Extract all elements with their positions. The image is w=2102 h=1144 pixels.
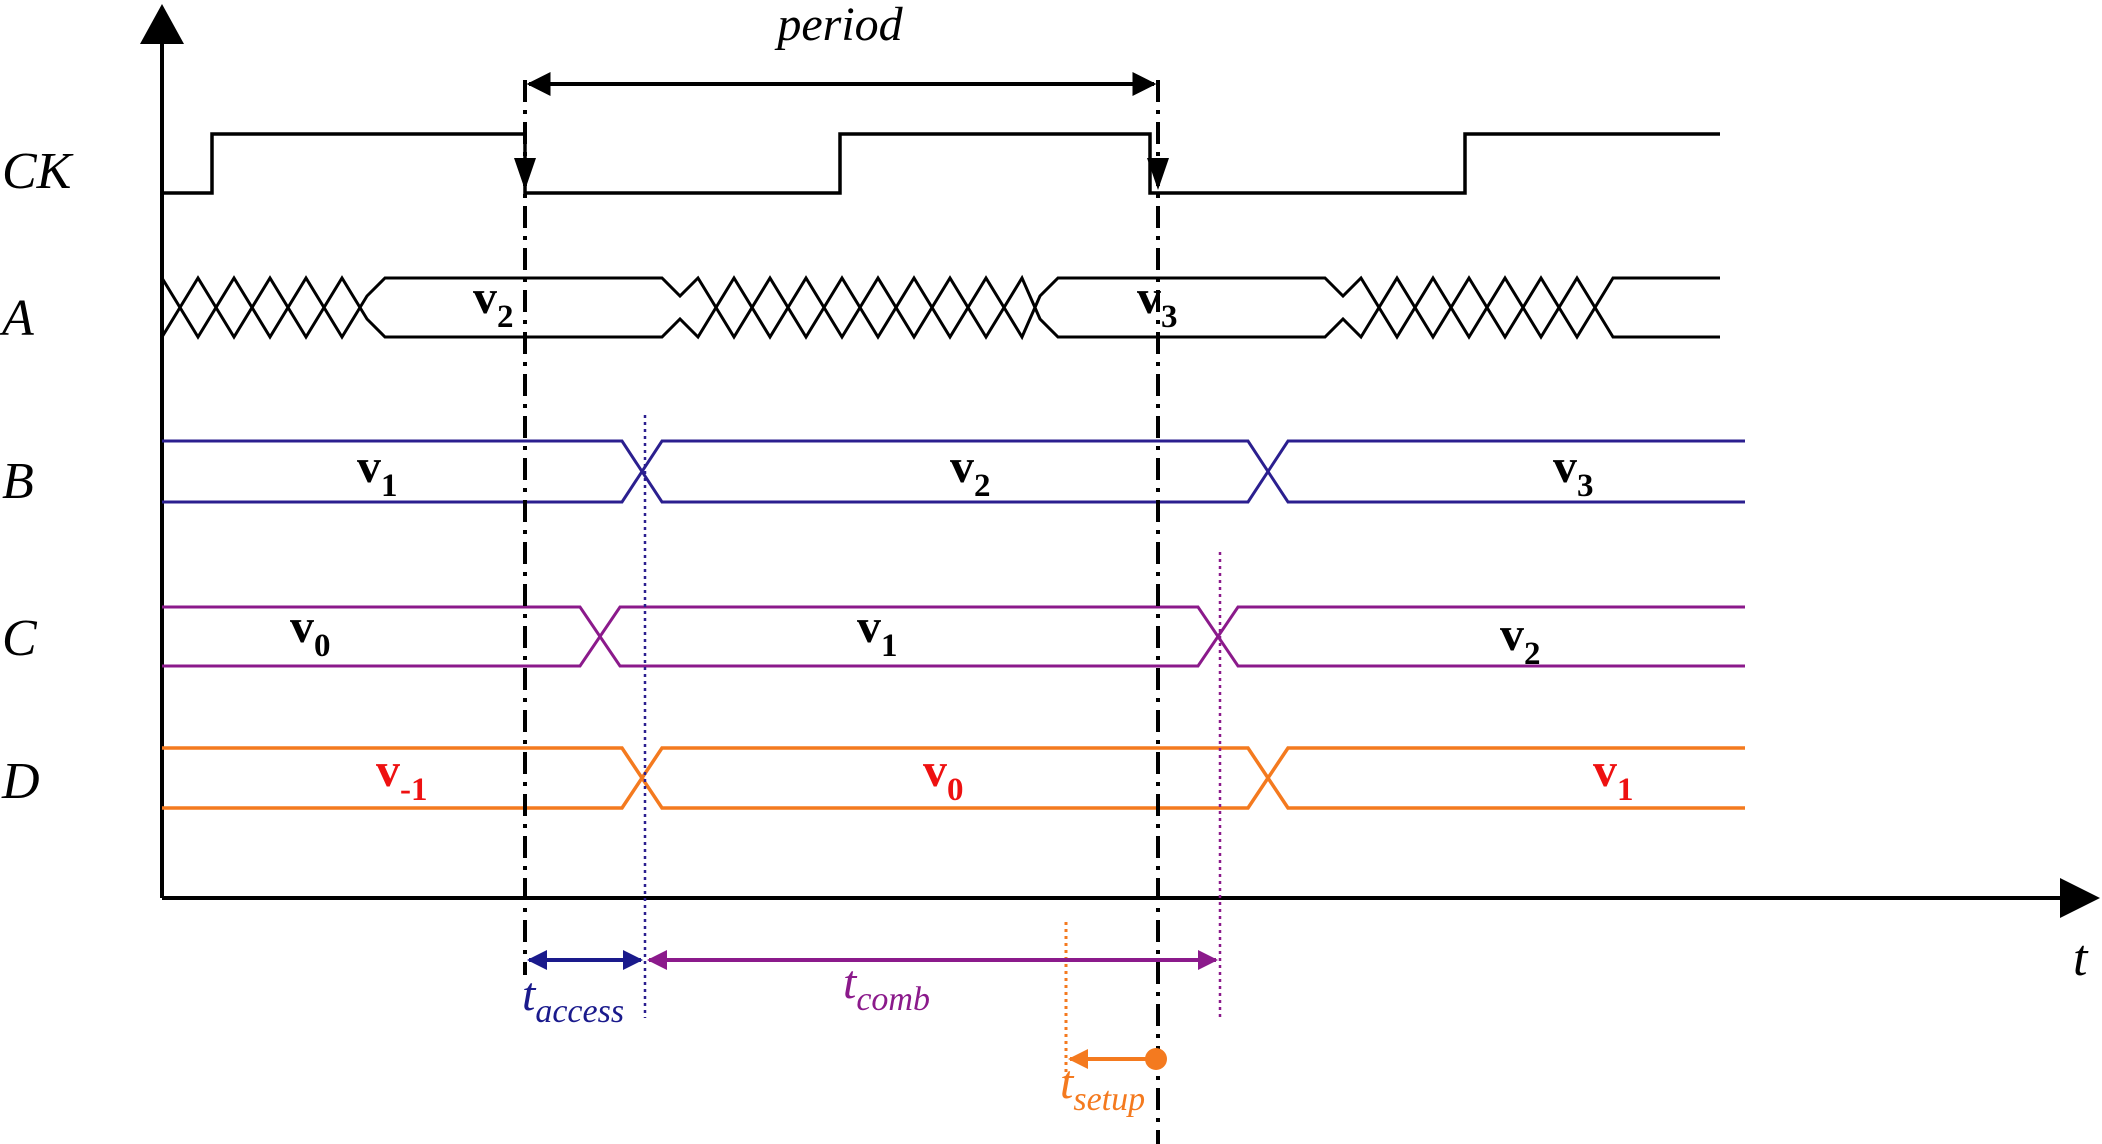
d-value-v1: v1 (1593, 744, 1634, 808)
signal-label-a: A (0, 290, 34, 347)
c-value-v0: v0 (290, 600, 331, 664)
signal-label-ck: CK (2, 143, 74, 200)
c-value-v2: v2 (1500, 608, 1541, 672)
signal-labels: CK A B C D (0, 143, 74, 810)
signal-label-c: C (2, 610, 38, 667)
value-labels: v2 v3 v1 v2 v3 v0 v1 v2 v-1 v0 v1 (290, 271, 1634, 808)
t-comb-label: tcomb (843, 956, 930, 1018)
axes (140, 4, 2100, 918)
t-access-label: taccess (522, 968, 624, 1030)
b-value-v3: v3 (1553, 440, 1594, 504)
t-setup-label: tsetup (1060, 1056, 1145, 1118)
a-value-v2: v2 (473, 271, 514, 335)
a-value-v3: v3 (1137, 271, 1178, 335)
t-setup-dot (1145, 1048, 1167, 1070)
clock-edge-arrow-1 (514, 158, 536, 190)
c-value-v1: v1 (857, 600, 898, 664)
a-waveform (160, 274, 1720, 341)
b-waveform (162, 439, 1745, 504)
y-axis-arrowhead (140, 4, 184, 44)
x-axis-arrowhead (2060, 878, 2100, 918)
d-waveform (162, 746, 1745, 810)
time-axis-label: t (2073, 930, 2089, 987)
period-label: period (774, 0, 903, 51)
d-value-v0: v0 (923, 744, 964, 808)
b-value-v1: v1 (357, 440, 398, 504)
signal-label-b: B (2, 453, 34, 510)
clock-edge-arrow-2 (1147, 158, 1169, 190)
d-value-v-minus1: v-1 (376, 744, 428, 808)
c-waveform (162, 605, 1745, 668)
b-value-v2: v2 (950, 440, 991, 504)
signal-label-d: D (1, 753, 40, 810)
clock-edge-lines (523, 80, 1160, 1144)
ck-waveform (162, 132, 1720, 195)
